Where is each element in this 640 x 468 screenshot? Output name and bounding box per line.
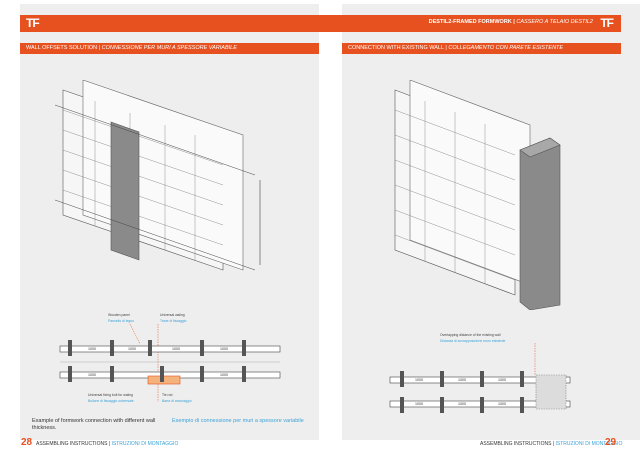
right-formwork-drawing [394, 80, 561, 310]
label-universal-waling-it: Trave di fissaggio [160, 319, 187, 323]
label-wooden-panel-it: Pannello di legno [108, 319, 134, 323]
r-dim-5: 1000 [458, 402, 466, 406]
label-fixing-bolt: Universal fixing bolt for waling [88, 393, 133, 397]
dim-4: 1000 [220, 347, 228, 351]
dim-5: 1000 [88, 373, 96, 377]
right-plan-drawing: Overlapping distance of the existing wal… [389, 333, 571, 413]
left-formwork-drawing [55, 80, 261, 271]
page-number-left: 28 [21, 437, 33, 448]
header-bar: TF DESTIL2-FRAMED FORMWORK | CASSERO A T… [20, 15, 621, 32]
left-caption: Example of formwork connection with diff… [32, 418, 156, 431]
section-title-right: CONNECTION WITH EXISTING WALL | COLLEGAM… [342, 43, 621, 54]
section-title-left: WALL OFFSETS SOLUTION | CONNESSIONE PER … [20, 43, 319, 54]
label-overlap-it: Distanza di sovrapposizione muro esisten… [440, 339, 506, 343]
r-dim-4: 1000 [415, 402, 423, 406]
header-title: DESTIL2-FRAMED FORMWORK | CASSERO A TELA… [428, 19, 593, 25]
label-overlap: Overlapping distance of the existing wal… [440, 333, 501, 337]
left-caption-it: Esempio di connessione per muri a spesso… [172, 418, 304, 424]
dim-1: 1000 [88, 347, 96, 351]
r-dim-3: 1000 [498, 378, 506, 382]
label-tie-rod-it: Barra di ancoraggio [162, 399, 192, 403]
tf-logo-right: TF [600, 16, 614, 30]
dim-6: 1000 [220, 373, 228, 377]
r-dim-1: 1000 [415, 378, 423, 382]
tf-logo-left: TF [26, 16, 40, 30]
left-plan-drawing: Wooden panel Pannello di legno Universal… [59, 313, 281, 403]
r-dim-6: 1000 [498, 402, 506, 406]
page-number-right: 29 [605, 437, 617, 448]
dim-3: 1000 [172, 347, 180, 351]
footer-left: ASSEMBLING INSTRUCTIONS | ISTRUZIONI DI … [36, 441, 179, 447]
r-dim-2: 1000 [458, 378, 466, 382]
label-tie-rod: Tie rod [162, 393, 173, 397]
label-fixing-bolt-it: Bullone di fissaggio universale [88, 399, 134, 403]
dim-2: 1000 [128, 347, 136, 351]
footer-right: ASSEMBLING INSTRUCTIONS | ISTRUZIONI DI … [480, 441, 623, 447]
label-wooden-panel: Wooden panel [108, 313, 130, 317]
label-universal-waling: Universal waling [160, 313, 185, 317]
